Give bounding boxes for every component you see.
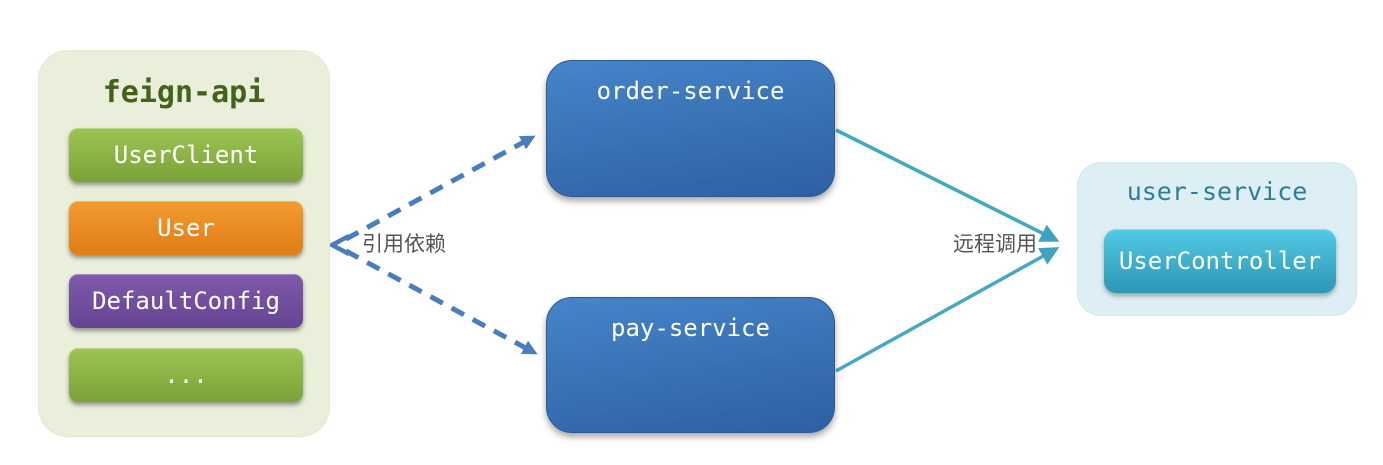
pay-service-node: pay-service	[546, 297, 835, 433]
dependency-arrow-pay	[344, 248, 538, 356]
remote-call-arrow-order	[835, 128, 1060, 242]
feign-item-ellipsis: ...	[69, 348, 303, 402]
order-service-title: order-service	[596, 77, 785, 105]
dependency-arrow-order	[344, 134, 536, 242]
feign-api-panel: feign-api UserClient User DefaultConfig …	[38, 50, 330, 437]
dependency-arrowhead-feign	[327, 234, 351, 256]
order-service-node: order-service	[546, 60, 835, 197]
user-service-title: user-service	[1126, 177, 1308, 206]
feign-item-defaultconfig: DefaultConfig	[69, 274, 303, 328]
feign-item-user: User	[69, 201, 303, 255]
feign-api-title: feign-api	[102, 75, 266, 110]
user-controller-item: UserController	[1104, 229, 1336, 293]
pay-service-title: pay-service	[611, 314, 770, 342]
dependency-edge-label: 引用依赖	[362, 232, 446, 256]
user-service-panel: user-service UserController	[1077, 162, 1357, 316]
feign-item-userclient: UserClient	[69, 128, 303, 182]
remote-call-arrow-pay	[835, 247, 1060, 373]
remote-call-edge-label: 远程调用	[953, 232, 1037, 256]
